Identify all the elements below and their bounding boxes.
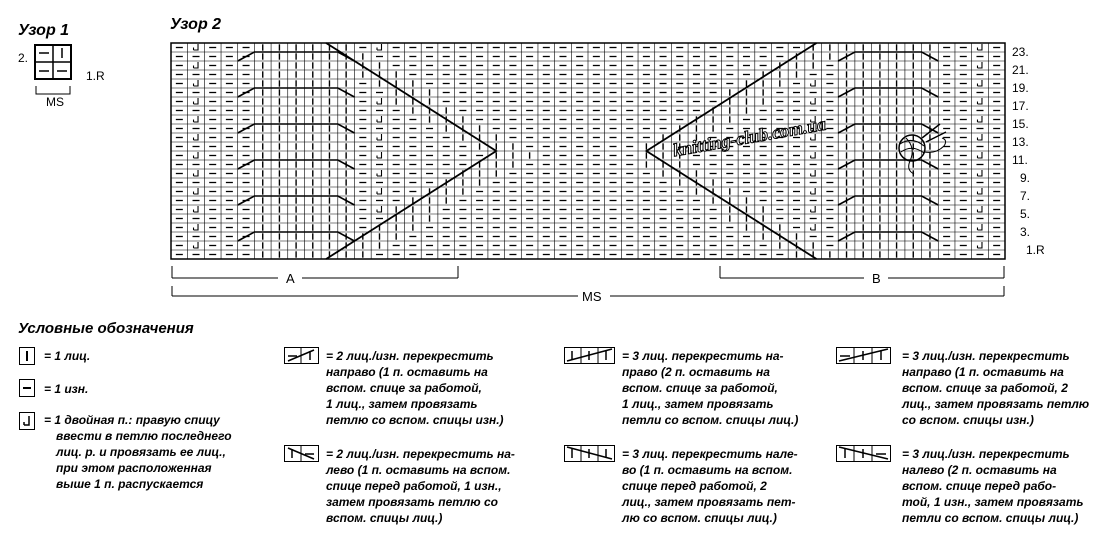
- knit-symbol-icon: [19, 347, 35, 365]
- row-number-label: 9.: [1020, 171, 1031, 185]
- cross-2-right-symbol-icon: [284, 347, 319, 364]
- pattern1-repeat-bracket: [35, 86, 71, 95]
- row-number-label: 23.: [1012, 45, 1029, 59]
- pattern2-title: Узор 2: [170, 16, 222, 33]
- legend-double-stitch-text: = 1 двойная п.: правую спицу ввести в пе…: [44, 413, 232, 491]
- cross-3-left-symbol-icon: [564, 445, 615, 462]
- pattern2-brackets: [171, 266, 1005, 297]
- row-number-label: 11.: [1012, 153, 1028, 167]
- legend-cross-3-purl-left-text: = 3 лиц./изн. перекрестить налево (2 п. …: [902, 447, 1084, 525]
- cross-3-purl-left-symbol-icon: [836, 445, 891, 462]
- pattern2-row-numbers: 23. 21. 19. 17. 15. 13. 11. 9. 7. 5. 3. 1.R: [1012, 44, 1102, 264]
- bracket-b-label: B: [872, 271, 881, 286]
- row-number-label: 17.: [1012, 99, 1029, 113]
- legend-cross-2-right-text: = 2 лиц./изн. перекрестить направо (1 п.…: [326, 349, 504, 427]
- pattern1-row-1-label: 1.R: [86, 69, 105, 83]
- row-number-label: 19.: [1012, 81, 1029, 95]
- pattern1-title: Узор 1: [18, 22, 70, 39]
- legend-cross-3-purl-right-text: = 3 лиц./изн. перекрестить направо (1 п.…: [902, 349, 1090, 427]
- legend-cross-2-left-text: = 2 лиц./изн. перекрестить на- лево (1 п…: [326, 447, 515, 525]
- bracket-a-label: A: [286, 271, 295, 286]
- cross-2-left-symbol-icon: [284, 445, 319, 462]
- cross-3-right-symbol-icon: [564, 347, 615, 364]
- legend-cross-3-left-text: = 3 лиц. перекрестить нале- во (1 п. ост…: [622, 447, 798, 525]
- legend-title: Условные обозначения: [18, 320, 194, 337]
- row-number-label: 15.: [1012, 117, 1029, 131]
- pattern1-repeat-label: MS: [44, 95, 66, 109]
- row-number-label: 21.: [1012, 63, 1029, 77]
- row-number-label: 13.: [1012, 135, 1029, 149]
- legend-cross-3-right-text: = 3 лиц. перекрестить на- право (2 п. ос…: [622, 349, 799, 427]
- legend-purl-text: = 1 изн.: [44, 382, 89, 396]
- double-stitch-symbol-icon: [19, 412, 35, 430]
- bracket-ms-label: MS: [582, 289, 602, 304]
- pattern1-row-2-label: 2.: [18, 51, 29, 65]
- bracket-b: [719, 266, 1005, 279]
- bracket-ms: [171, 286, 1005, 297]
- watermark-yarn-logo: [898, 123, 947, 175]
- row-number-label: 3.: [1020, 225, 1031, 239]
- cross-3-purl-right-symbol-icon: [836, 347, 891, 364]
- bracket-a: [171, 266, 459, 279]
- legend-knit-text: = 1 лиц.: [44, 349, 91, 363]
- row-number-label: 5.: [1020, 207, 1031, 221]
- pattern1-chart: [34, 44, 72, 80]
- row-number-label: 7.: [1020, 189, 1031, 203]
- pattern2-chart-grid: [170, 42, 1006, 260]
- row-number-label: 1.R: [1026, 243, 1045, 257]
- purl-symbol-icon: [19, 379, 35, 397]
